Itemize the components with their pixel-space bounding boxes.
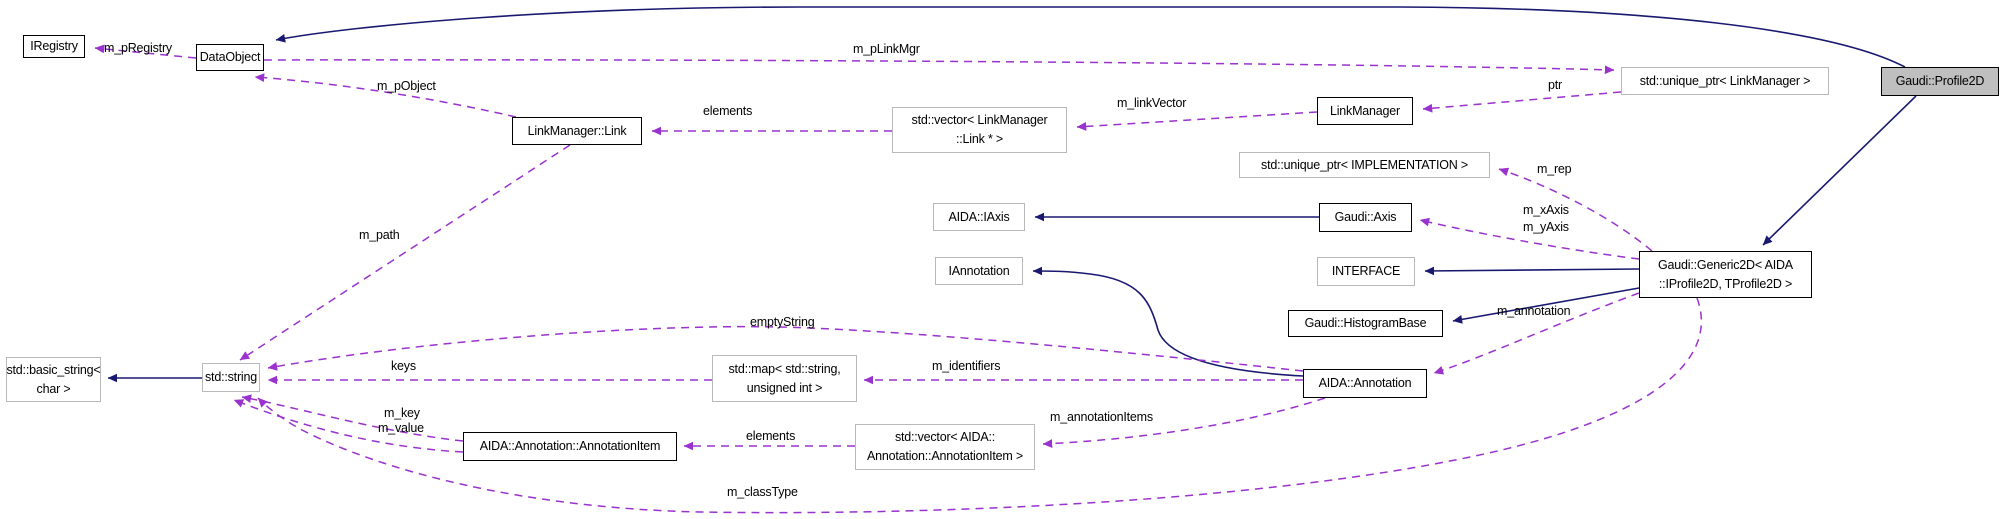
edge-m-pregistry bbox=[94, 44, 197, 59]
node-interface: INTERFACE bbox=[1317, 257, 1415, 286]
node-label: IRegistry bbox=[30, 39, 78, 53]
edge-m-annotationitems bbox=[1042, 397, 1326, 448]
node-label: ::Link * > bbox=[956, 132, 1003, 146]
node-label: Gaudi::Profile2D bbox=[1895, 74, 1985, 88]
node-gaudi-profile2d: Gaudi::Profile2D bbox=[1881, 67, 1999, 96]
edge-label-m-key: m_key bbox=[384, 406, 420, 420]
node-dataobject[interactable]: DataObject bbox=[196, 44, 264, 71]
edge-label-m-classtype: m_classType bbox=[727, 485, 798, 499]
edge-label-m-identifiers: m_identifiers bbox=[932, 359, 1001, 373]
edge-annotation-to-iannotation bbox=[1032, 266, 1304, 377]
node-label: IAnnotation bbox=[948, 263, 1010, 278]
edge-generic2d-to-interface bbox=[1424, 266, 1640, 276]
edge-m-xaxis-m-yaxis bbox=[1419, 217, 1640, 260]
node-label: INTERFACE bbox=[1331, 264, 1401, 278]
node-linkmanager[interactable]: LinkManager bbox=[1317, 97, 1413, 125]
edge-label-m-annotationitems: m_annotationItems bbox=[1050, 410, 1153, 424]
edge-m-pobject bbox=[254, 73, 517, 118]
edge-emptystring bbox=[267, 325, 1304, 372]
edge-label-elements-top: elements bbox=[703, 104, 753, 118]
node-label: std::unique_ptr< IMPLEMENTATION > bbox=[1261, 157, 1468, 172]
node-label: std::vector< AIDA:: bbox=[894, 430, 996, 444]
node-unique-ptr-implementation: std::unique_ptr< IMPLEMENTATION > bbox=[1239, 152, 1490, 178]
node-std-string: std::string bbox=[202, 363, 260, 392]
edge-label-m-pregistry: m_pRegistry bbox=[104, 41, 172, 55]
edge-label-ptr: ptr bbox=[1548, 78, 1562, 92]
node-unique-ptr-linkmanager: std::unique_ptr< LinkManager > bbox=[1621, 67, 1829, 95]
edge-m-annotation bbox=[1433, 292, 1640, 375]
node-label: AIDA::Annotation bbox=[1318, 376, 1412, 390]
edge-m-plinkmgr bbox=[263, 59, 1615, 75]
edge-m-key bbox=[241, 394, 464, 442]
edge-m-linkvector bbox=[1076, 111, 1318, 131]
edge-label-emptystring: emptyString bbox=[750, 315, 815, 329]
node-label: Gaudi::Axis bbox=[1334, 210, 1397, 224]
node-iannotation: IAnnotation bbox=[935, 257, 1023, 285]
node-label: DataObject bbox=[199, 50, 261, 64]
edge-m-classtype bbox=[257, 297, 1703, 514]
edge-m-rep bbox=[1498, 167, 1653, 252]
edge-label-m-path: m_path bbox=[359, 228, 400, 242]
node-label: std::map< std::string, bbox=[728, 361, 841, 376]
edge-profile2d-to-generic2d bbox=[1762, 95, 1917, 246]
node-label: Gaudi::Generic2D< AIDA bbox=[1658, 257, 1793, 272]
node-label: std::unique_ptr< LinkManager > bbox=[1639, 73, 1811, 88]
edge-label-m-rep: m_rep bbox=[1537, 162, 1572, 176]
node-std-map: std::map< std::string,unsigned int > bbox=[712, 355, 857, 402]
node-aida-iaxis: AIDA::IAxis bbox=[933, 203, 1025, 231]
node-label: LinkManager bbox=[1329, 103, 1401, 118]
node-linkmanager-link[interactable]: LinkManager::Link bbox=[512, 117, 642, 145]
node-std-basic-string: std::basic_string<char > bbox=[6, 357, 101, 402]
node-label: std::string bbox=[205, 370, 257, 384]
edge-m-path bbox=[239, 144, 571, 361]
node-gaudi-generic2d[interactable]: Gaudi::Generic2D< AIDA::IProfile2D, TPro… bbox=[1639, 251, 1812, 298]
node-label: AIDA::Annotation::AnnotationItem bbox=[479, 439, 661, 453]
edge-generic2d-to-histogrambase bbox=[1452, 287, 1640, 324]
edge-label-keys: keys bbox=[391, 359, 416, 373]
node-label: LinkManager::Link bbox=[527, 123, 627, 138]
edge-label-elements-bottom: elements bbox=[746, 429, 796, 443]
node-label: Annotation::AnnotationItem > bbox=[867, 449, 1023, 463]
node-vector-annotationitem: std::vector< AIDA::Annotation::Annotatio… bbox=[855, 424, 1035, 470]
edge-label-m-plinkmgr: m_pLinkMgr bbox=[853, 42, 920, 56]
node-vector-linkmanager-link: std::vector< LinkManager::Link * > bbox=[892, 107, 1067, 153]
node-label: char > bbox=[36, 381, 71, 396]
node-label: ::IProfile2D, TProfile2D > bbox=[1658, 276, 1793, 291]
edge-label-m-pobject: m_pObject bbox=[377, 79, 436, 93]
edge-label-m-value: m_value bbox=[378, 421, 424, 435]
edge-ptr bbox=[1422, 91, 1622, 113]
edge-label-m-xaxis: m_xAxis bbox=[1523, 203, 1569, 217]
node-label: Gaudi::HistogramBase bbox=[1304, 316, 1427, 330]
node-aida-annotation-annotationitem[interactable]: AIDA::Annotation::AnnotationItem bbox=[463, 432, 677, 461]
node-aida-annotation[interactable]: AIDA::Annotation bbox=[1303, 369, 1427, 398]
node-gaudi-axis[interactable]: Gaudi::Axis bbox=[1319, 203, 1412, 232]
edge-label-m-annotation: m_annotation bbox=[1497, 304, 1571, 318]
node-label: unsigned int > bbox=[746, 380, 823, 395]
edge-profile2d-to-dataobject bbox=[275, 6, 1906, 68]
edge-label-m-linkvector: m_linkVector bbox=[1117, 96, 1187, 110]
node-label: std::vector< LinkManager bbox=[911, 113, 1048, 127]
node-label: std::basic_string< bbox=[6, 362, 101, 377]
node-gaudi-histogrambase[interactable]: Gaudi::HistogramBase bbox=[1288, 310, 1443, 337]
node-label: AIDA::IAxis bbox=[948, 209, 1010, 224]
edge-m-value bbox=[233, 399, 464, 453]
node-iregistry[interactable]: IRegistry bbox=[23, 35, 85, 58]
edge-label-m-yaxis: m_yAxis bbox=[1523, 220, 1569, 234]
